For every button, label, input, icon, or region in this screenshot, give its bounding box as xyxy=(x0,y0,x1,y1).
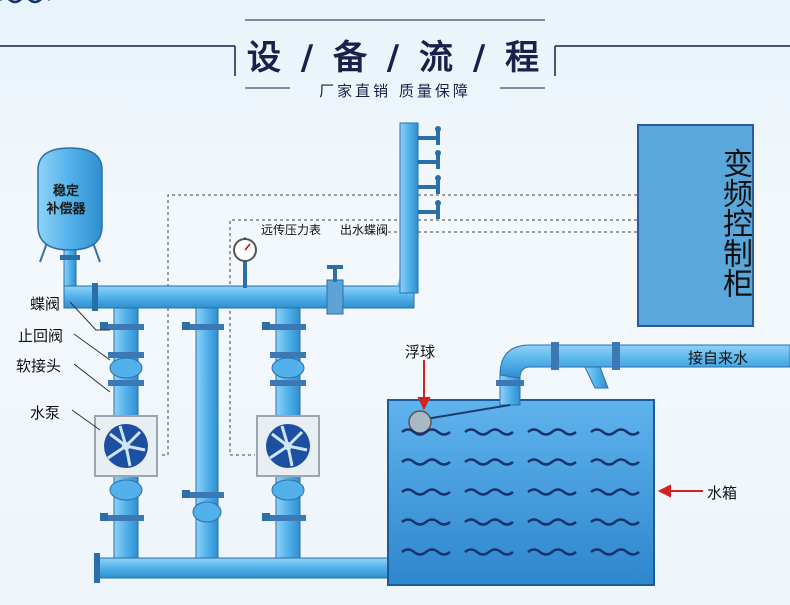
water-pump-1 xyxy=(94,415,158,477)
pressure-tank-label: 稳定 补偿器 xyxy=(35,183,97,219)
soft-joints xyxy=(109,357,305,523)
page-subtitle: 厂家直销 质量保障 xyxy=(319,82,471,100)
pressure-gauge xyxy=(233,238,257,288)
water-pump-2 xyxy=(256,415,320,477)
soft-joint-label: 软接头 xyxy=(16,357,62,375)
pressure-gauge-label: 远传压力表 xyxy=(261,223,322,237)
leader-lines xyxy=(69,237,246,431)
inlet-pipe xyxy=(496,342,790,406)
header: 设 / 备 / 流 / 程 厂家直销 质量保障 xyxy=(0,0,790,110)
water-pump-label: 水泵 xyxy=(30,404,61,422)
header-frame xyxy=(0,19,790,89)
flanges xyxy=(100,322,306,521)
float-ball-label: 浮球 xyxy=(405,343,436,361)
check-valve-label: 止回阀 xyxy=(18,327,64,345)
outlet-valve-label: 出水蝶阀 xyxy=(340,223,389,237)
float-ball xyxy=(408,410,432,434)
float-arm xyxy=(419,404,511,421)
control-cabinet-label: 变频控制柜 xyxy=(717,148,752,298)
pressure-tank xyxy=(37,147,103,291)
outlet-butterfly-valve xyxy=(326,265,344,315)
control-cabinet: 变频控制柜 xyxy=(637,124,754,327)
arrows xyxy=(417,360,703,498)
pressure-tank-label-line1: 稳定 xyxy=(52,184,79,199)
page-title: 设 / 备 / 流 / 程 xyxy=(246,38,544,78)
water-inlet-label: 接自来水 xyxy=(688,349,749,367)
outlet-taps xyxy=(418,126,441,219)
pressure-tank-label-line2: 补偿器 xyxy=(46,202,86,217)
water-tank-label: 水箱 xyxy=(707,484,738,502)
riser-pipe xyxy=(399,122,419,294)
butterfly-valve-label: 蝶阀 xyxy=(30,295,61,313)
